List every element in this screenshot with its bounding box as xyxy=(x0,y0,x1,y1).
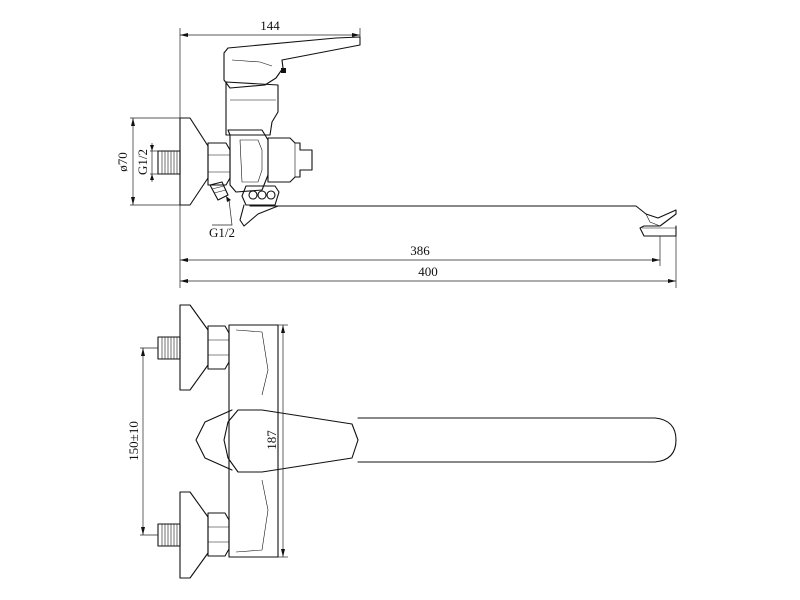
front-view: 150±10 187 xyxy=(126,304,677,579)
upper-flange-front xyxy=(179,304,209,391)
upper-thread xyxy=(157,336,181,360)
lower-thread xyxy=(157,523,181,547)
shower-connector xyxy=(209,181,229,201)
cartridge-column xyxy=(225,81,279,136)
right-outlet xyxy=(267,137,313,183)
dim-g12-bottom-label: G1/2 xyxy=(209,225,235,240)
lower-flange-front xyxy=(179,491,209,579)
upper-nut-front xyxy=(207,325,230,370)
handle-lever-front xyxy=(223,409,359,473)
dim-400-label: 400 xyxy=(418,264,438,279)
spout-side xyxy=(239,204,677,237)
diverter-knob xyxy=(241,185,280,206)
inlet-thread xyxy=(157,150,181,175)
dim-187-label: 187 xyxy=(264,430,279,450)
dim-dia70-label: ø70 xyxy=(115,152,130,172)
dim-g12-left-label: G1/2 xyxy=(135,149,150,175)
handle-lobe-left xyxy=(195,409,233,471)
hex-nut-side xyxy=(207,142,231,186)
handle-lever-side xyxy=(223,36,361,89)
dim-386-label: 386 xyxy=(410,243,430,258)
wall-flange-side xyxy=(179,117,209,206)
side-view: 144 ø70 G1/2 G1/2 386 400 xyxy=(115,18,677,288)
spout-front xyxy=(357,417,677,463)
dim-144-label: 144 xyxy=(260,18,280,33)
dim-150-label: 150±10 xyxy=(126,421,141,461)
lower-nut-front xyxy=(207,512,230,557)
